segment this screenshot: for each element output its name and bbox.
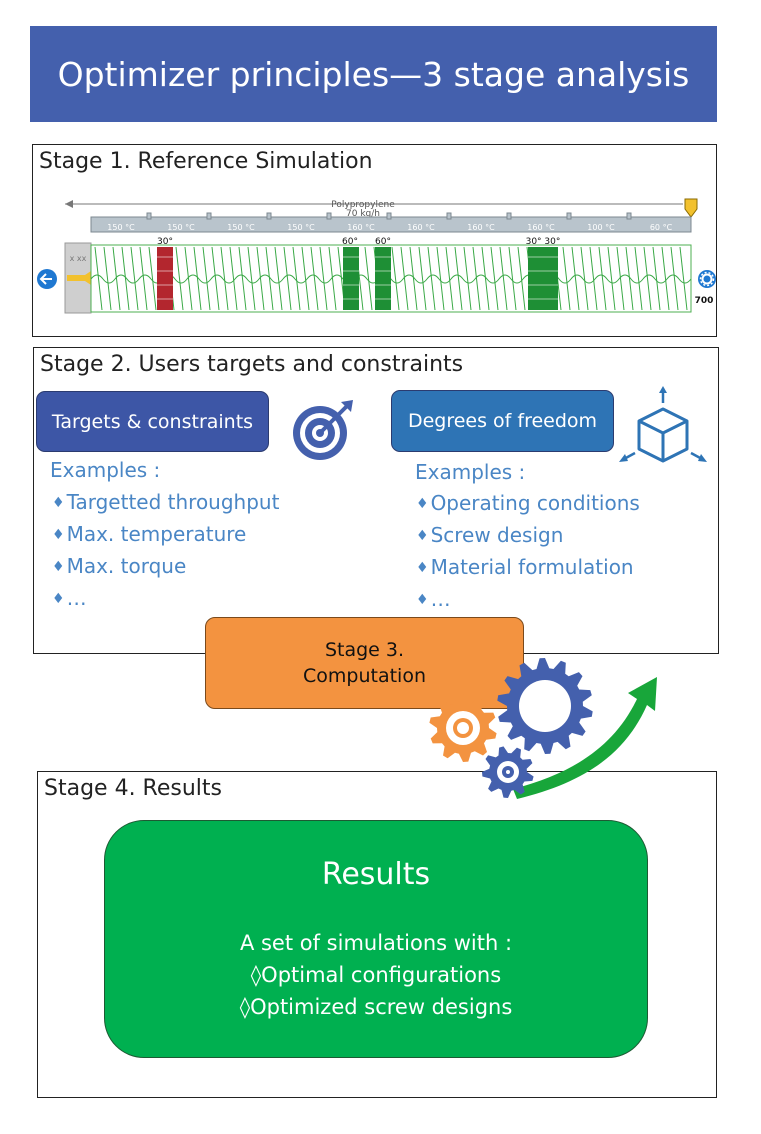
dof-example-item: ♦Screw design [416,523,564,547]
results-box: Results A set of simulations with : ◊Opt… [104,820,648,1058]
computation-line2: Computation [303,665,426,687]
dof-examples-label: Examples : [415,460,526,484]
targets-example-item: ♦Targetted throughput [52,490,280,514]
kneading-block-green [375,247,391,310]
barrel-temp: 100 °C [587,223,615,232]
material-label: Polypropylene [331,200,395,210]
element-angle: 30° [157,237,173,247]
barrel-temp: 160 °C [407,223,435,232]
computation-line1: Stage 3. [324,639,405,661]
degrees-of-freedom-button[interactable]: Degrees of freedom [391,390,614,452]
rate-label: 70 kg/h [346,209,380,219]
degrees-of-freedom-label: Degrees of freedom [407,410,598,432]
screw-simulation-diagram: Polypropylene 70 kg/h 150 °C 150 °C 150 … [37,198,716,314]
gear-settings-icon[interactable] [698,270,716,288]
barrel-temp: 150 °C [107,223,135,232]
gears-icon [429,658,657,799]
hopper-icon [684,198,698,218]
stage1-title: Stage 1. Reference Simulation [39,149,373,174]
stage4-title: Stage 4. Results [44,776,222,801]
barrel-temp: 160 °C [347,223,375,232]
feed-label: x xx [70,254,87,263]
target-icon [293,400,353,460]
targets-example-item: ♦Max. torque [52,554,187,578]
barrel-temp: 150 °C [287,223,315,232]
dof-example-item: ♦Operating conditions [416,491,640,515]
computation-box: Stage 3. Computation [205,617,524,709]
arrow-left-icon[interactable] [37,269,57,289]
targets-examples-label: Examples : [50,458,161,482]
stage1-panel: Stage 1. Reference Simulation Polypropyl… [32,144,717,337]
growth-arrow-icon [513,677,657,799]
results-intro: A set of simulations with : [239,931,513,955]
barrel-temp: 160 °C [527,223,555,232]
targets-example-item: ♦… [52,586,87,610]
element-angle: 60° [342,237,358,247]
barrel-temp: 160 °C [467,223,495,232]
targets-constraints-button[interactable]: Targets & constraints [36,391,269,452]
cube-icon [619,386,707,463]
element-angle: 30° 30° [526,237,561,247]
stage2-title: Stage 2. Users targets and constraints [40,352,464,377]
kneading-block-red [157,247,173,310]
barrel-temp: 150 °C [227,223,255,232]
element-angle: 60° [375,237,391,247]
barrel-temp: 60 °C [650,223,673,232]
kneading-block-green [528,247,558,310]
barrel-temp: 150 °C [167,223,195,232]
kneading-block-green [343,247,359,310]
end-label: 700 [695,296,714,306]
dof-example-item: ♦… [416,587,451,611]
targets-constraints-label: Targets & constraints [51,410,254,433]
results-bullet: ◊Optimized screw designs [239,995,513,1019]
targets-example-item: ♦Max. temperature [52,522,247,546]
results-bullet: ◊Optimal configurations [250,963,502,987]
page-title: Optimizer principles—3 stage analysis [57,54,690,94]
dof-example-item: ♦Material formulation [416,555,634,579]
title-banner: Optimizer principles—3 stage analysis [30,26,717,122]
results-heading: Results [321,857,431,892]
